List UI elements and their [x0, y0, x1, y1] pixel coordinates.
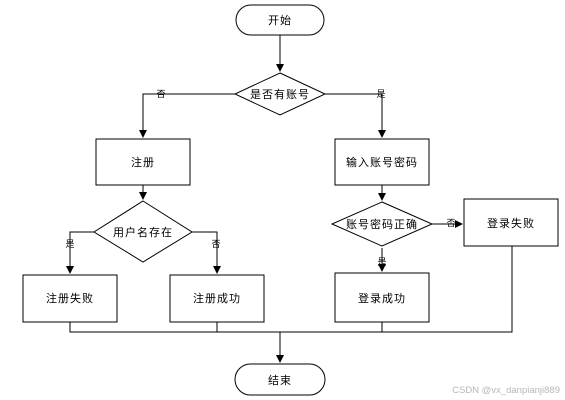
username-exists-decision — [93, 200, 193, 263]
has-account-label: 是否有账号 — [250, 87, 310, 101]
username-exists-no-label: 否 — [211, 239, 220, 250]
input-credentials-label: 输入账号密码 — [346, 155, 418, 169]
register-success-label: 注册成功 — [193, 291, 241, 305]
password-correct-label: 账号密码正确 — [346, 217, 418, 231]
password-correct-no-label: 否 — [446, 218, 455, 229]
edge-exists-no — [192, 231, 221, 274]
username-exists-label: 用户名存在 — [113, 225, 173, 239]
has-account-yes-label: 是 — [376, 89, 385, 100]
password-correct-decision — [330, 201, 434, 247]
end-label: 结束 — [268, 374, 292, 387]
edge-no-to-register — [139, 93, 235, 138]
password-correct-yes-label: 是 — [377, 257, 386, 268]
edge-exists-yes — [66, 231, 94, 274]
register-process — [95, 138, 191, 186]
edge-merge-bus — [69, 246, 513, 333]
register-label: 注册 — [131, 155, 155, 169]
edge-yes-to-input — [325, 93, 386, 138]
end-terminal — [234, 363, 326, 396]
login-success-label: 登录成功 — [358, 291, 406, 305]
login-fail-process — [463, 198, 559, 247]
register-success-process — [169, 274, 265, 323]
login-fail-label: 登录失败 — [487, 216, 535, 230]
start-terminal — [235, 4, 325, 36]
watermark-text: CSDN @vx_danpianji889 — [452, 385, 560, 396]
input-credentials-process — [334, 138, 430, 186]
has-account-decision — [233, 72, 327, 116]
has-account-no-label: 否 — [156, 89, 165, 100]
register-fail-process — [22, 274, 118, 323]
login-success-process — [334, 272, 430, 323]
register-fail-label: 注册失败 — [46, 291, 94, 305]
start-label: 开始 — [268, 13, 292, 27]
connectors — [66, 35, 513, 363]
username-exists-yes-label: 是 — [65, 239, 74, 250]
